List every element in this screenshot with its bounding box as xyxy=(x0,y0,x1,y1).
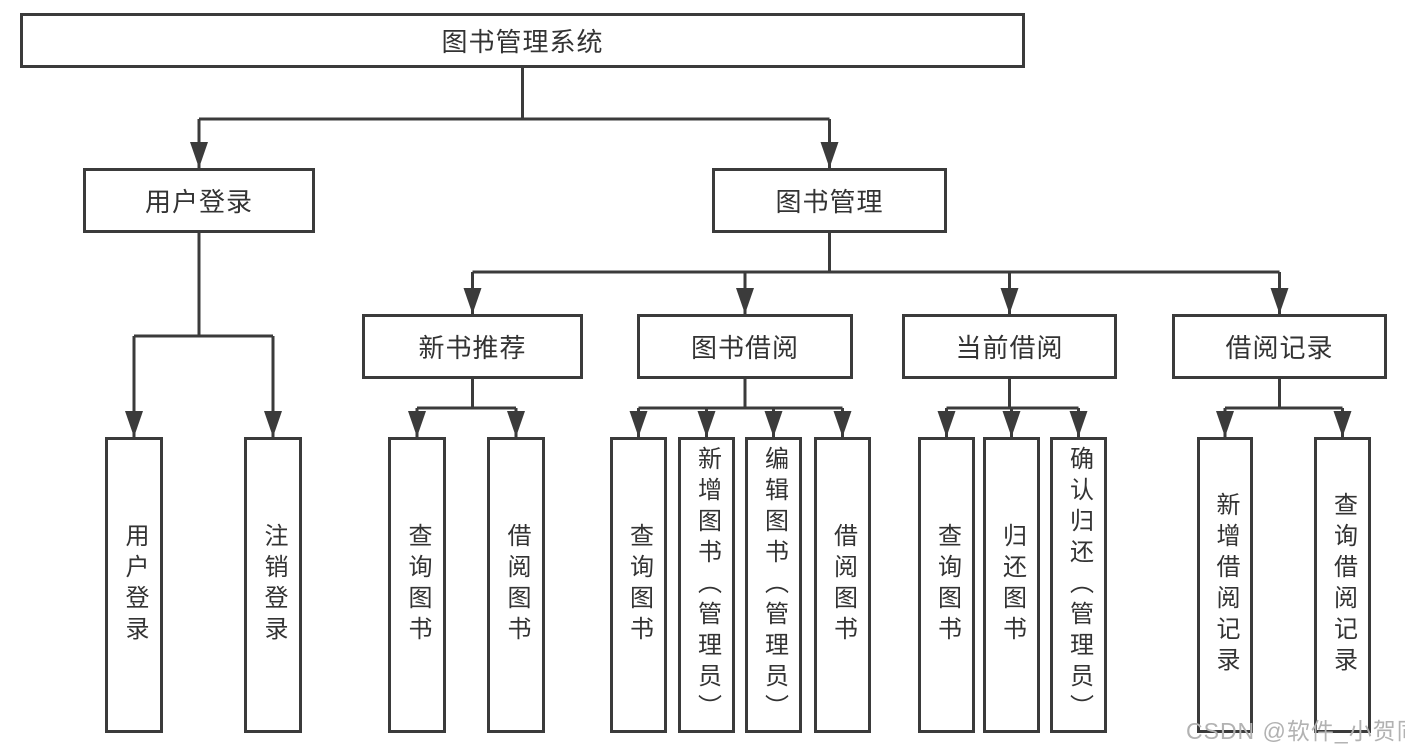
connector-lines xyxy=(132,68,1344,437)
leaf-borrow-book-recommend: 借阅图书 xyxy=(487,437,545,733)
leaf-borrow-book-label: 借阅图书 xyxy=(829,523,857,647)
leaf-borrow-book-recommend-label: 借阅图书 xyxy=(503,523,530,647)
leaf-return-book: 归还图书 xyxy=(983,437,1040,733)
csdn-watermark: CSDN @软件_小贺同学 xyxy=(1186,718,1405,744)
arrow-down-icon xyxy=(629,411,648,437)
arrow-down-icon xyxy=(937,411,956,437)
node-new-book-recommend-label: 新书推荐 xyxy=(418,333,527,363)
node-user-login-label: 用户登录 xyxy=(144,187,253,217)
leaf-user-login-label: 用户登录 xyxy=(121,523,148,647)
leaf-query-book-borrow: 查询图书 xyxy=(610,437,667,733)
leaf-query-borrow-record-label: 查询借阅记录 xyxy=(1329,492,1357,678)
arrow-down-icon xyxy=(820,142,839,168)
arrow-down-icon xyxy=(1002,411,1021,437)
leaf-query-book-recommend-label: 查询图书 xyxy=(404,523,431,647)
leaf-query-book-recommend: 查询图书 xyxy=(388,437,446,733)
arrow-down-icon xyxy=(507,411,525,437)
leaf-query-book-current-label: 查询图书 xyxy=(933,523,961,647)
node-root: 图书管理系统 xyxy=(20,13,1025,68)
leaf-logout-login: 注销登录 xyxy=(244,437,302,733)
leaf-query-book-current: 查询图书 xyxy=(918,437,975,733)
arrow-down-icon xyxy=(1333,411,1352,437)
leaf-add-borrow-record-label: 新增借阅记录 xyxy=(1212,492,1239,678)
arrow-down-icon xyxy=(125,411,143,437)
node-borrow-records: 借阅记录 xyxy=(1172,314,1387,379)
arrow-down-icon xyxy=(408,411,426,437)
arrow-down-icon xyxy=(1216,411,1234,437)
leaf-edit-book-admin: 编辑图书（管理员） xyxy=(745,437,802,733)
leaf-logout-login-label: 注销登录 xyxy=(260,523,287,647)
arrow-down-icon xyxy=(764,411,783,437)
arrow-down-icon xyxy=(697,411,716,437)
node-current-borrow: 当前借阅 xyxy=(902,314,1117,379)
arrow-down-icon xyxy=(736,288,754,314)
leaf-edit-book-admin-label: 编辑图书（管理员） xyxy=(760,445,788,725)
arrow-down-icon xyxy=(1270,288,1289,314)
leaf-user-login: 用户登录 xyxy=(105,437,163,733)
leaf-query-borrow-record: 查询借阅记录 xyxy=(1314,437,1371,733)
node-borrow-records-label: 借阅记录 xyxy=(1225,333,1334,363)
leaf-return-book-label: 归还图书 xyxy=(998,523,1026,647)
node-book-borrow: 图书借阅 xyxy=(637,314,853,379)
node-user-login: 用户登录 xyxy=(83,168,315,233)
arrow-down-icon xyxy=(463,288,482,314)
node-current-borrow-label: 当前借阅 xyxy=(955,333,1064,363)
leaf-query-book-borrow-label: 查询图书 xyxy=(625,523,653,647)
arrow-down-icon xyxy=(833,411,852,437)
arrow-down-icon xyxy=(264,411,282,437)
node-book-management: 图书管理 xyxy=(712,168,947,233)
leaf-borrow-book: 借阅图书 xyxy=(814,437,871,733)
node-book-management-label: 图书管理 xyxy=(775,187,884,217)
leaf-add-book-admin-label: 新增图书（管理员） xyxy=(693,445,721,725)
node-book-borrow-label: 图书借阅 xyxy=(690,333,799,363)
node-new-book-recommend: 新书推荐 xyxy=(362,314,583,379)
node-root-label: 图书管理系统 xyxy=(441,27,604,57)
leaf-confirm-return-admin: 确认归还（管理员） xyxy=(1050,437,1107,733)
leaf-confirm-return-admin-label: 确认归还（管理员） xyxy=(1065,445,1093,725)
leaf-add-book-admin: 新增图书（管理员） xyxy=(678,437,735,733)
arrow-down-icon xyxy=(1069,411,1088,437)
arrow-down-icon xyxy=(190,142,208,168)
arrow-down-icon xyxy=(1000,288,1019,314)
leaf-add-borrow-record: 新增借阅记录 xyxy=(1197,437,1253,733)
